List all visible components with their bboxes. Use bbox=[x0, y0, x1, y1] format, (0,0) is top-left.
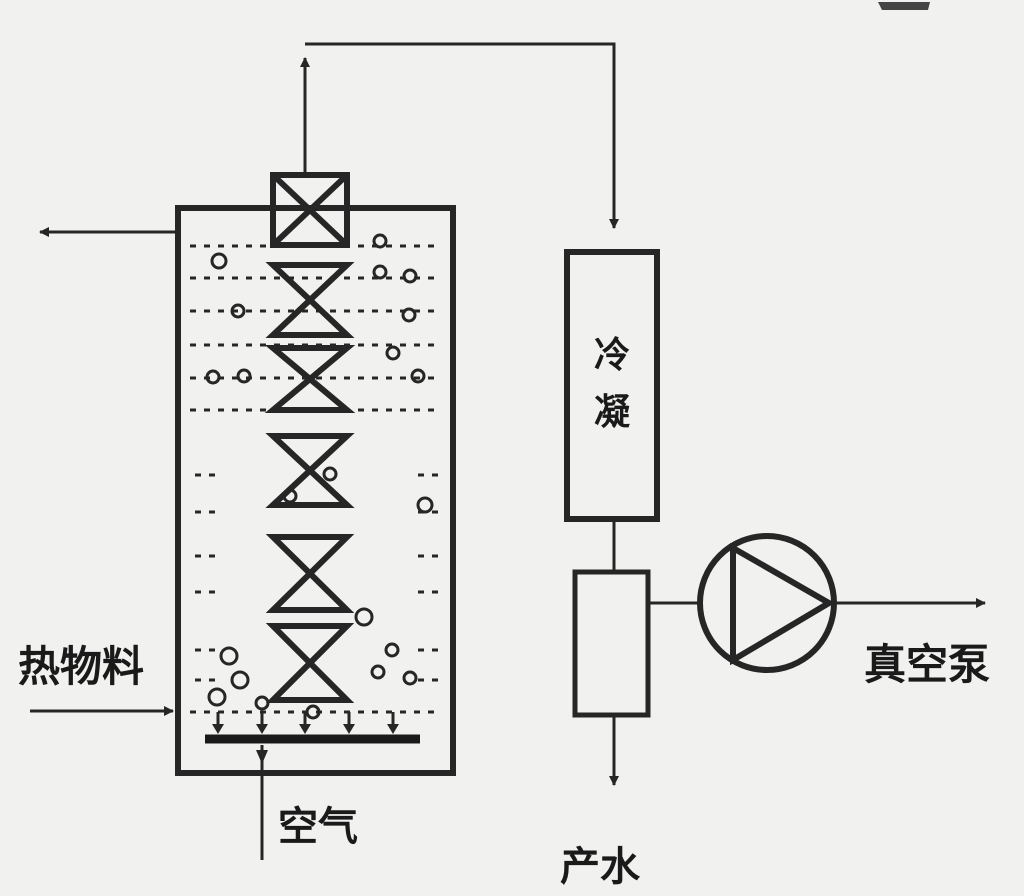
separator-box bbox=[572, 569, 651, 718]
condenser-box bbox=[564, 249, 660, 522]
bubble bbox=[384, 642, 400, 658]
baffle-element bbox=[265, 623, 355, 703]
bubble bbox=[219, 646, 239, 666]
condenser-label-bottom: 凝 bbox=[594, 392, 630, 433]
condenser-label-top: 冷 bbox=[594, 335, 630, 376]
bubble bbox=[402, 670, 418, 686]
corner-mark bbox=[878, 2, 930, 10]
bubble bbox=[402, 268, 418, 284]
bubble bbox=[372, 264, 388, 280]
bubble bbox=[410, 368, 426, 384]
hot-material-label: 热物料 bbox=[18, 642, 144, 691]
baffle-element bbox=[264, 345, 356, 413]
top-valve bbox=[270, 172, 350, 248]
distributor-arrow-head bbox=[256, 724, 268, 734]
bubble bbox=[401, 307, 417, 323]
bubble bbox=[207, 687, 227, 707]
bubble bbox=[230, 303, 246, 319]
baffle-stack bbox=[264, 262, 356, 703]
bubbles bbox=[205, 233, 434, 720]
vapor-line bbox=[300, 42, 619, 229]
bubble bbox=[254, 695, 270, 711]
bubble bbox=[230, 670, 250, 690]
distributor-arrow-head bbox=[299, 724, 311, 734]
bubble bbox=[370, 664, 386, 680]
bubble bbox=[322, 466, 338, 482]
distributor-arrow-head bbox=[387, 724, 399, 734]
baffle-element bbox=[265, 534, 355, 613]
bubble bbox=[305, 704, 321, 720]
vacuum-pump-label: 真空泵 bbox=[864, 640, 990, 689]
bubble bbox=[205, 369, 221, 385]
vacuum-pump-icon bbox=[697, 533, 837, 673]
water-out-label: 产水 bbox=[560, 844, 641, 890]
bubble bbox=[236, 368, 252, 384]
distributor-arrow-head bbox=[343, 724, 355, 734]
baffle-element bbox=[265, 433, 355, 508]
air-label: 空气 bbox=[278, 804, 358, 850]
bubble bbox=[372, 233, 388, 249]
bubble bbox=[416, 496, 434, 514]
distributor-arrow-head bbox=[212, 724, 224, 734]
baffle-element bbox=[265, 262, 355, 338]
bubble bbox=[210, 252, 228, 270]
bubble bbox=[354, 607, 374, 627]
distributor-arrows bbox=[212, 712, 399, 764]
bubble bbox=[385, 345, 401, 361]
bubble bbox=[282, 488, 298, 504]
